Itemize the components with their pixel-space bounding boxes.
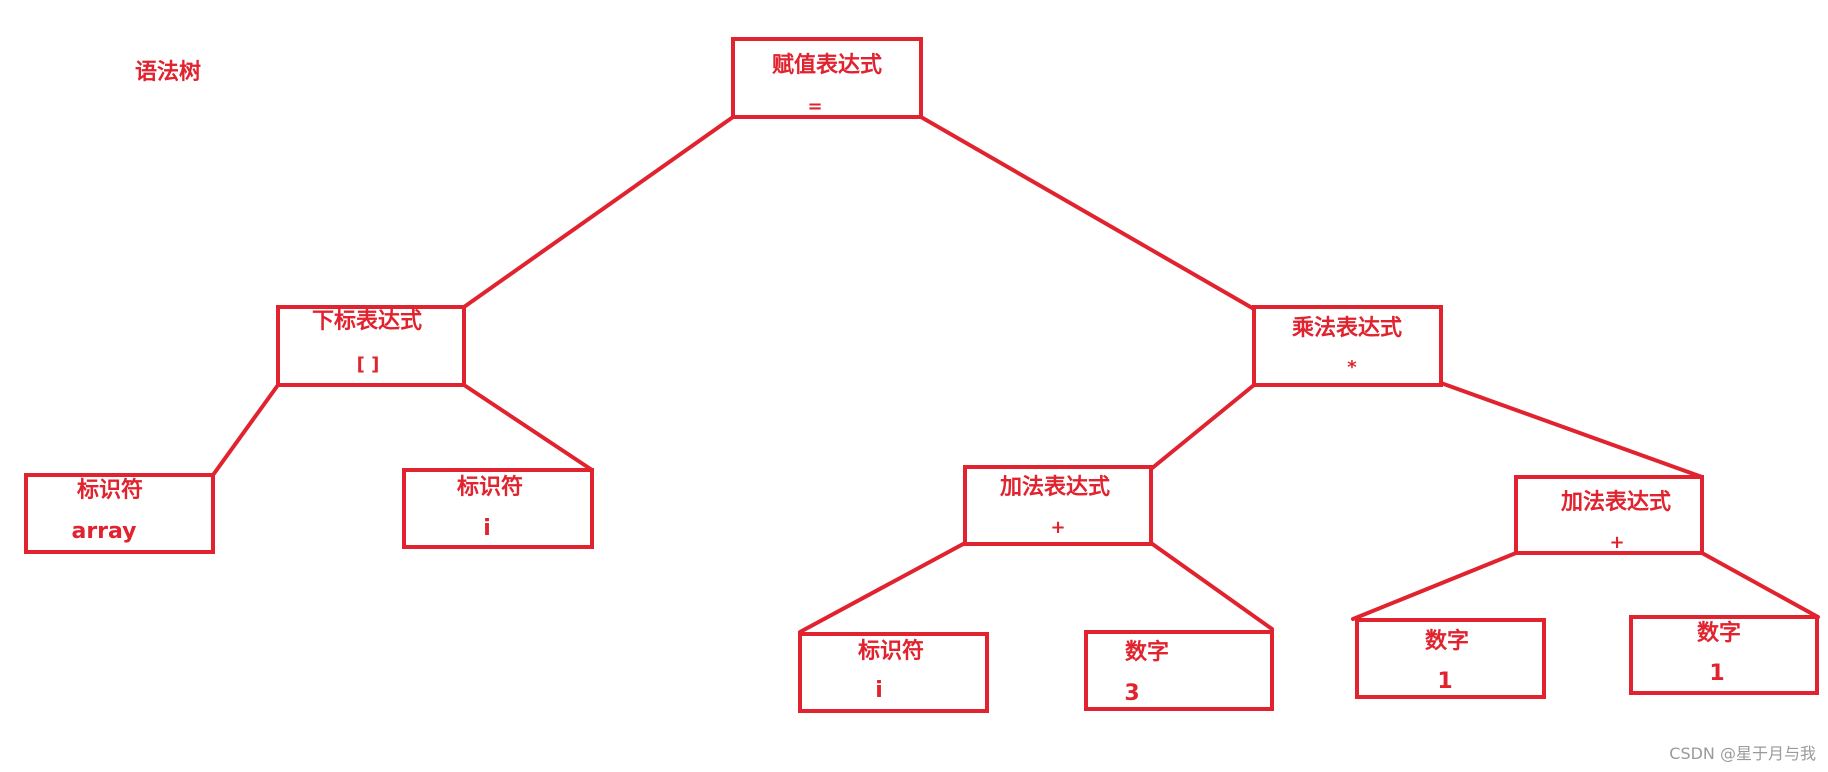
node-add-right-label: 加法表达式 — [1560, 490, 1671, 515]
node-identifier-i: 标识符 i — [402, 468, 594, 549]
node-identifier-array-label: 标识符 — [77, 477, 143, 503]
diagram-title: 语法树 — [135, 60, 202, 85]
watermark: CSDN @星于月与我 — [1669, 744, 1816, 763]
tree-nodes: 赋值表达式 = 下标表达式 [ ] 乘法表达式 * 标识符 array 标识符 … — [24, 37, 1819, 713]
node-identifier-i-2: 标识符 i — [798, 632, 989, 713]
node-identifier-i-2-label: 标识符 — [858, 638, 924, 664]
node-subscript-op: [ ] — [357, 354, 380, 375]
node-number-1a-value: 1 — [1437, 669, 1452, 694]
tree-edges — [211, 115, 1820, 634]
node-number-1a-label: 数字 — [1425, 628, 1469, 654]
node-identifier-array: 标识符 array — [24, 473, 215, 554]
edge-subscript-i — [462, 383, 594, 472]
node-identifier-i-value: i — [483, 516, 491, 541]
node-number-1b-value: 1 — [1709, 661, 1724, 686]
node-number-1b: 数字 1 — [1629, 615, 1819, 695]
node-add-right: 加法表达式 + — [1514, 475, 1704, 555]
node-identifier-array-value: array — [71, 519, 136, 544]
node-subscript: 下标表达式 [ ] — [276, 305, 466, 387]
node-add-left-label: 加法表达式 — [999, 475, 1110, 500]
edge-assign-multiply — [919, 115, 1256, 311]
node-number-1b-label: 数字 — [1697, 620, 1741, 646]
edge-assign-subscript — [462, 115, 735, 309]
node-subscript-label: 下标表达式 — [312, 308, 422, 334]
edge-add-right-1b — [1700, 551, 1820, 619]
node-number-3-label: 数字 — [1125, 639, 1169, 665]
node-number-3-value: 3 — [1124, 681, 1139, 706]
node-number-1a: 数字 1 — [1355, 618, 1546, 699]
node-identifier-i-2-value: i — [875, 678, 883, 703]
node-number-3: 数字 3 — [1084, 630, 1274, 711]
edge-add-left-i — [798, 541, 967, 634]
edge-add-right-1a — [1351, 551, 1518, 621]
node-assign: 赋值表达式 = — [731, 37, 923, 119]
node-add-left-op: + — [1050, 517, 1065, 538]
node-assign-label: 赋值表达式 — [772, 52, 882, 78]
node-multiply-op: * — [1347, 357, 1357, 378]
edge-multiply-add-left — [1149, 383, 1256, 471]
edge-multiply-add-right — [1439, 381, 1704, 479]
node-add-right-op: + — [1609, 532, 1624, 553]
node-multiply: 乘法表达式 * — [1252, 305, 1443, 387]
edge-add-left-3 — [1149, 541, 1274, 631]
node-identifier-i-label: 标识符 — [457, 474, 523, 500]
edge-subscript-array — [211, 383, 280, 477]
node-assign-op: = — [807, 96, 822, 117]
node-multiply-label: 乘法表达式 — [1291, 316, 1402, 341]
node-add-left: 加法表达式 + — [963, 465, 1153, 546]
